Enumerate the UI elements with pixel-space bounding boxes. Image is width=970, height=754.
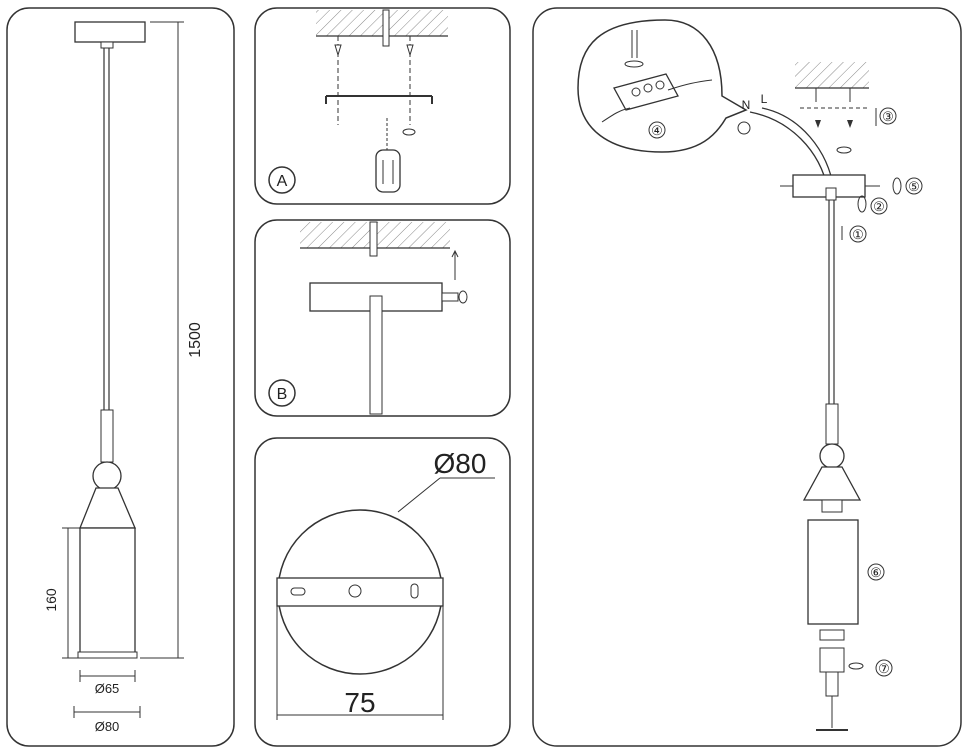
canopy-detail-panel: Ø80 75 bbox=[254, 437, 511, 747]
canopy-diameter-label: Ø80 bbox=[434, 448, 487, 479]
overview-panel: 1500 160 Ø65 Ø80 bbox=[6, 7, 235, 747]
step-4-label: ④ bbox=[651, 123, 663, 138]
step-1-label: ① bbox=[852, 227, 864, 242]
step-7-label: ⑦ bbox=[878, 661, 890, 676]
step-a-panel: A bbox=[254, 7, 511, 205]
install-shade bbox=[807, 519, 859, 625]
install-sphere bbox=[819, 443, 845, 469]
dim-height-shade: 160 bbox=[43, 588, 59, 612]
step-5-label: ⑤ bbox=[908, 179, 920, 194]
step-a-label: A bbox=[277, 173, 288, 190]
step-6-label: ⑥ bbox=[870, 565, 882, 580]
dim-diameter-shade: Ø65 bbox=[95, 681, 120, 696]
installation-panel: ④ ③ N L ⑤ ② ① bbox=[532, 7, 962, 747]
wire-n-label: N bbox=[742, 98, 751, 112]
dim-diameter-canopy: Ø80 bbox=[95, 719, 120, 734]
ground-icon bbox=[737, 121, 751, 135]
step-2-label: ② bbox=[873, 199, 885, 214]
dim-height-total: 1500 bbox=[187, 322, 204, 358]
screwdriver-icon bbox=[375, 149, 401, 193]
canopy bbox=[74, 21, 146, 43]
shade-cylinder bbox=[79, 527, 136, 654]
shade-cone bbox=[79, 487, 136, 529]
decor-sphere bbox=[92, 461, 122, 491]
step-b-label: B bbox=[277, 386, 288, 403]
step-3-label: ③ bbox=[882, 109, 894, 124]
wire-l-label: L bbox=[761, 92, 768, 106]
bracket-width-label: 75 bbox=[344, 687, 375, 718]
step-b-panel: B bbox=[254, 219, 511, 417]
